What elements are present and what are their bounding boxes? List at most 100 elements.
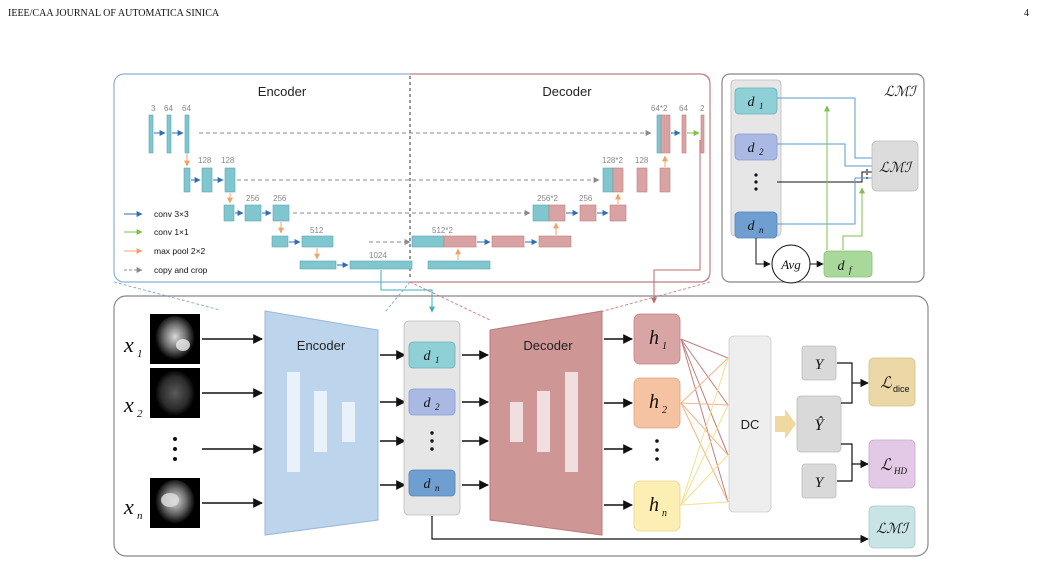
feature-ellipsis	[430, 431, 434, 451]
ch-64a: 64	[164, 104, 173, 113]
feature-dn-box	[408, 469, 456, 497]
dec-l1-conv1	[665, 114, 671, 154]
dc-label: DC	[741, 417, 760, 432]
bottleneck-block2	[349, 260, 413, 270]
loss-connections	[431, 362, 869, 544]
mi-d2-sub: 2	[759, 147, 764, 157]
df-sub: f	[849, 265, 853, 275]
avg-label: Avg	[780, 257, 801, 272]
loss-hd-box	[868, 439, 916, 489]
ch-512x2: 512*2	[432, 226, 453, 235]
encoder-bar-2	[314, 391, 327, 452]
svg-text:x: x	[123, 494, 134, 519]
enc-l3-block3	[272, 204, 290, 222]
enc-l2-block2	[201, 167, 213, 193]
encoder-title: Encoder	[258, 84, 307, 99]
loss-mi: ℒℳℐ	[876, 522, 910, 537]
head-h2-label: h	[649, 391, 659, 413]
decoder-bottleneck-block	[427, 260, 491, 270]
decoder-bar-1	[510, 402, 523, 442]
ch-256x2: 256*2	[537, 194, 558, 203]
dec-l2-up	[612, 167, 624, 193]
input-xn: x n	[123, 478, 263, 528]
dec-l4-up	[443, 235, 477, 248]
dec-l1-conv2	[681, 114, 687, 154]
y-top-box	[801, 345, 837, 381]
dec-l1-output	[700, 114, 705, 154]
head-h1-label: h	[649, 327, 659, 349]
feature-stack	[403, 320, 461, 516]
ch-128a: 128	[198, 156, 212, 165]
mi-d1: d	[748, 95, 756, 110]
df-box	[823, 250, 873, 278]
journal-title: IEEE/CAA JOURNAL OF AUTOMATICA SINICA	[8, 8, 220, 19]
y-hat-box	[796, 395, 842, 453]
loss-dice-sub: dice	[893, 384, 910, 394]
head-h1	[633, 313, 681, 365]
mi-ellipsis-dots	[754, 173, 758, 191]
bottleneck-block1	[299, 260, 337, 270]
dec-l3-conv2	[609, 204, 627, 222]
unet-panel: Encoder Decoder 3 64 64 128 128 256 256	[113, 73, 711, 283]
ch-256b: 256	[273, 194, 287, 203]
dec-l4-conv2	[538, 235, 572, 248]
head-h2-sub: 2	[662, 405, 667, 416]
feature-d1-sub: 1	[435, 355, 440, 365]
loss-dice: ℒ	[880, 375, 892, 392]
y-hat-label: Ŷ	[815, 415, 826, 434]
enc-l1-block2	[166, 114, 172, 154]
enc-l3-block1	[223, 204, 235, 222]
y-bottom-label: Y	[815, 475, 825, 491]
dec-l1-copy	[656, 114, 662, 154]
ch-64x2: 64*2	[651, 104, 668, 113]
input-x1: x 1	[123, 314, 263, 364]
enc-l2-block1	[183, 167, 191, 193]
dc-output-arrow	[775, 409, 796, 439]
legend-copy: copy and crop	[154, 265, 208, 275]
decoder-bar-3	[565, 372, 578, 472]
enc-l1-block3	[184, 114, 190, 154]
unet-legend: conv 3×3 conv 1×1 max pool 2×2 copy and …	[124, 209, 208, 275]
encoder-label: Encoder	[297, 338, 346, 353]
input-x2: x 2	[123, 368, 263, 420]
mi-small-dots	[866, 169, 868, 179]
mi-panel-loss: ℒℳℐ	[884, 85, 918, 100]
mi-d2-box	[734, 133, 778, 161]
legend-pool: max pool 2×2	[154, 246, 206, 256]
ch-128-dec: 128	[635, 156, 649, 165]
main-panel: x 1 x 2 x n Encoder	[113, 295, 929, 557]
mi-connections	[777, 97, 873, 250]
mi-d1-box	[734, 87, 778, 115]
svg-text:x: x	[123, 332, 134, 357]
feature-d1: d	[424, 349, 432, 364]
page-header: IEEE/CAA JOURNAL OF AUTOMATICA SINICA 4	[0, 0, 1041, 30]
main-frame	[113, 295, 929, 557]
feature-d2: d	[424, 396, 432, 411]
decoder-label: Decoder	[523, 338, 573, 353]
dec-l2-conv2	[659, 167, 671, 193]
decoder-inputs	[462, 350, 489, 490]
dec-l2-conv1	[636, 167, 648, 193]
feature-d1-box	[408, 341, 456, 369]
head-h1-sub: 1	[662, 341, 667, 352]
head-inputs	[604, 334, 633, 510]
ch-128b: 128	[221, 156, 235, 165]
enc-l1-block1	[148, 114, 154, 154]
mi-panel: ℒℳℐ d 1 d 2 d n ℒℳℐ Avg	[721, 73, 925, 284]
enc-l3-block2	[244, 204, 262, 222]
mi-dn-sub: n	[759, 225, 764, 235]
legend-conv1: conv 1×1	[154, 227, 189, 237]
decoder-title: Decoder	[542, 84, 592, 99]
head-h2	[633, 377, 681, 429]
df-label: d	[838, 259, 846, 274]
skip-connections	[199, 130, 652, 245]
dec-l2-copy	[602, 167, 614, 193]
mi-dn-box	[734, 211, 778, 239]
svg-text:2: 2	[137, 408, 143, 420]
loss-hd: ℒ	[880, 457, 892, 474]
dec-l4-copy	[411, 235, 445, 248]
loss-mi-box	[868, 505, 916, 549]
mi-d2: d	[748, 141, 756, 156]
feature-dn-sub: n	[435, 483, 440, 493]
head-ellipsis	[655, 439, 659, 461]
